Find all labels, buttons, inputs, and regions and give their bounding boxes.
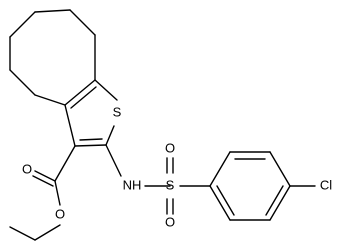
bond [105,144,122,177]
bond [34,94,66,106]
sulfonyl-sulfur-label: S [166,177,175,192]
bond [34,170,56,182]
bond [94,79,118,101]
bond [64,104,76,147]
ester-oxygen-label: O [55,206,65,221]
bond [105,125,115,146]
thiophene-sulfur-label: S [113,104,122,119]
bond [79,138,103,141]
bond [269,185,291,221]
bonds [9,9,316,241]
bond [54,180,61,206]
bond [64,79,96,106]
bond [9,226,36,241]
bond [216,185,235,216]
carbonyl-oxygen-label: O [22,161,32,176]
bond [269,151,291,187]
bond [265,185,284,216]
atom-labels: S NH S O O Cl O O [22,104,332,229]
sulfonyl-oxygen-bottom-label: O [165,214,175,229]
bond [9,69,36,96]
bond [54,145,76,182]
bond [69,9,96,36]
bond [209,185,231,221]
amine-label: NH [123,177,142,192]
bond [9,11,36,38]
bond [34,9,71,13]
chlorine-label: Cl [320,177,332,192]
bond [34,224,61,241]
bond [74,144,107,147]
bond [32,175,54,187]
bond [70,86,97,109]
bond [209,151,231,187]
sulfonyl-oxygen-top-label: O [165,140,175,155]
